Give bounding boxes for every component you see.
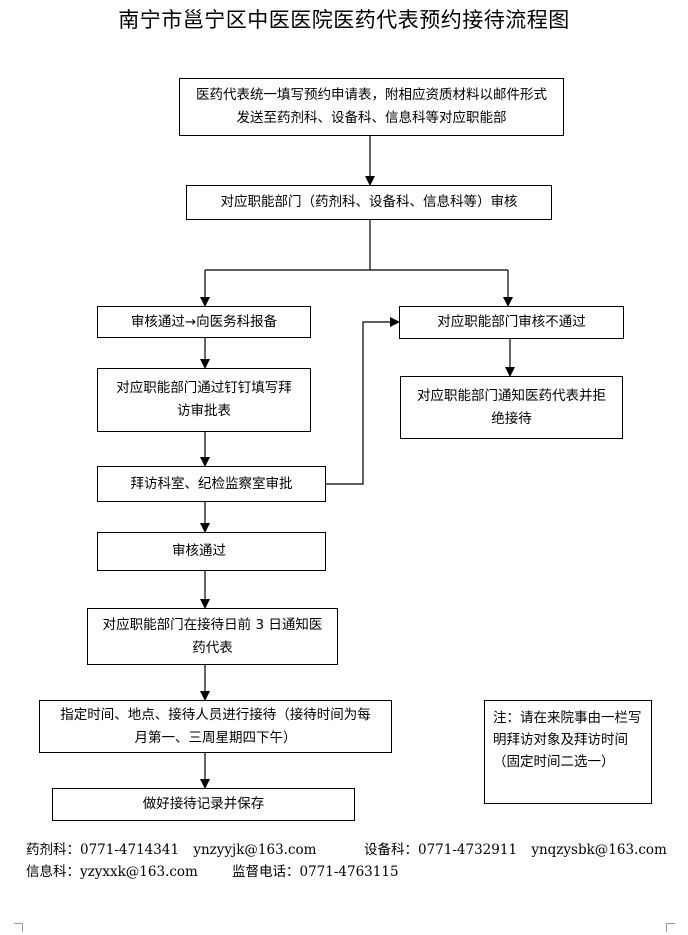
step-dingtalk-approval-form: 对应职能部门通过钉钉填写拜访审批表 [97, 368, 311, 432]
step-visited-dept-approval: 拜访科室、纪检监察室审批 [97, 466, 326, 502]
step-department-review-text: 对应职能部门（药剂科、设备科、信息科等）审核 [220, 194, 518, 210]
step-record-and-save: 做好接待记录并保存 [52, 788, 355, 821]
info-email: yzyxxk@163.com [80, 864, 198, 880]
pharmacy-email: ynzyyjk@163.com [193, 842, 317, 858]
equipment-email: ynqzysbk@163.com [531, 842, 667, 858]
step-review-not-passed-text: 对应职能部门审核不通过 [437, 314, 586, 330]
step-approved-text: 审核通过 [172, 543, 226, 559]
info-label: 信息科： [26, 864, 80, 880]
supervision-phone: 0771-4763115 [299, 864, 399, 880]
step-review-passed-report: 审核通过→向医务科报备 [97, 306, 311, 338]
step-department-review: 对应职能部门（药剂科、设备科、信息科等）审核 [186, 185, 552, 220]
step-notify-3-days-before: 对应职能部门在接待日前 3 日通知医药代表 [87, 608, 338, 665]
step-submit-application-text: 医药代表统一填写预约申请表，附相应资质材料以邮件形式发送至药剂科、设备科、信息科… [196, 87, 547, 126]
step-dingtalk-approval-form-text: 对应职能部门通过钉钉填写拜访审批表 [116, 380, 292, 419]
equipment-label: 设备科： [364, 842, 418, 858]
step-visited-dept-approval-text: 拜访科室、纪检监察室审批 [130, 475, 293, 492]
supervision-label: 监督电话： [232, 864, 300, 880]
contact-line-2: 信息科：yzyxxk@163.com [26, 860, 198, 880]
corner-mark-right [666, 923, 675, 932]
step-submit-application: 医药代表统一填写预约申请表，附相应资质材料以邮件形式发送至药剂科、设备科、信息科… [179, 78, 564, 136]
step-record-and-save-text: 做好接待记录并保存 [142, 796, 265, 812]
step-approved: 审核通过 [97, 532, 326, 571]
contact-supervision: 监督电话：0771-4763115 [232, 860, 399, 880]
contact-line-1: 药剂科：0771-4714341 ynzyyjk@163.com [26, 838, 316, 858]
note-text: 注：请在来院事由一栏写明拜访对象及拜访时间（固定时间二选一） [493, 710, 642, 770]
step-review-not-passed: 对应职能部门审核不通过 [399, 306, 624, 339]
step-arrange-reception: 指定时间、地点、接待人员进行接待（接待时间为每月第一、三周星期四下午） [39, 700, 392, 753]
step-notify-and-refuse: 对应职能部门通知医药代表并拒绝接待 [400, 376, 623, 439]
step-arrange-reception-text: 指定时间、地点、接待人员进行接待（接待时间为每月第一、三周星期四下午） [60, 706, 371, 746]
pharmacy-label: 药剂科： [26, 842, 80, 858]
pharmacy-phone: 0771-4714341 [80, 842, 180, 858]
note-box: 注：请在来院事由一栏写明拜访对象及拜访时间（固定时间二选一） [484, 700, 652, 804]
step-notify-3-days-before-text: 对应职能部门在接待日前 3 日通知医药代表 [102, 616, 323, 656]
step-notify-and-refuse-text: 对应职能部门通知医药代表并拒绝接待 [417, 387, 606, 427]
equipment-phone: 0771-4732911 [418, 842, 518, 858]
step-review-passed-report-text: 审核通过→向医务科报备 [130, 313, 278, 330]
page-title: 南宁市邕宁区中医医院医药代表预约接待流程图 [118, 8, 570, 32]
arrow-visit-reject-to-notpassed [326, 317, 400, 485]
corner-mark-left [14, 923, 23, 932]
contact-equipment: 设备科：0771-4732911 ynqzysbk@163.com [364, 838, 667, 858]
